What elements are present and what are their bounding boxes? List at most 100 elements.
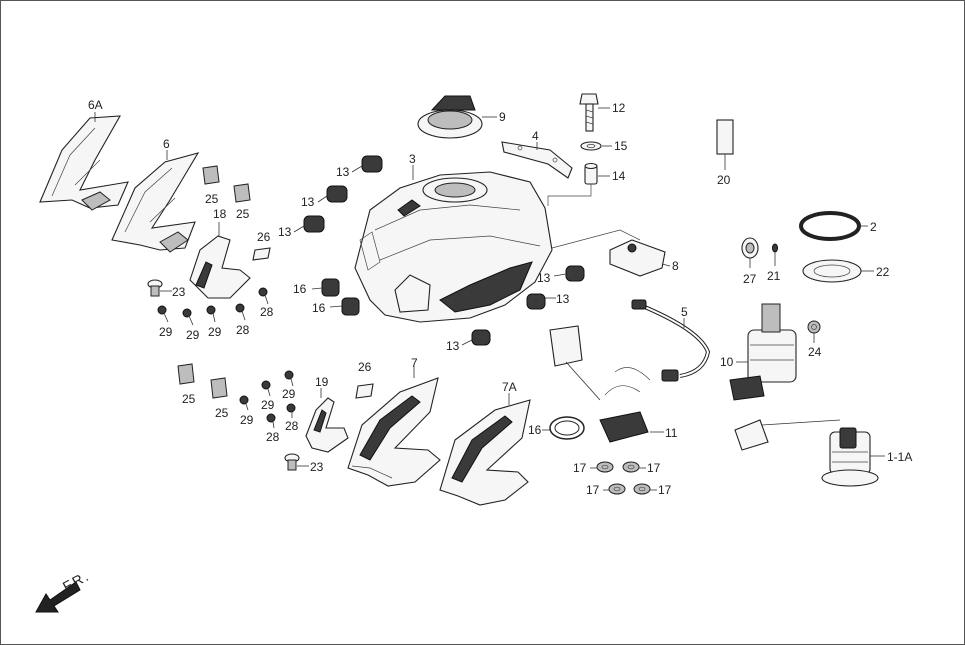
screws-upper-group: 29 29 29 28 28 bbox=[157, 287, 274, 342]
seal-27: 27 bbox=[741, 237, 759, 286]
fuel-hose-5: 5 bbox=[631, 299, 711, 382]
grommet-13-c: 13 bbox=[278, 215, 325, 239]
label-19: 19 bbox=[315, 375, 329, 389]
label-13d: 13 bbox=[537, 271, 551, 285]
fuel-cap-9: 9 bbox=[417, 95, 506, 139]
label-29e: 29 bbox=[282, 387, 296, 401]
label-5: 5 bbox=[681, 305, 688, 319]
label-11: 11 bbox=[665, 426, 678, 440]
screw-29-e: 29 bbox=[282, 370, 296, 401]
front-arrow-icon bbox=[35, 581, 81, 613]
label-28b: 28 bbox=[260, 305, 274, 319]
nut-17-d: 17 bbox=[633, 483, 672, 497]
label-25a: 25 bbox=[205, 192, 219, 206]
label-16b: 16 bbox=[312, 301, 326, 315]
screw-23-upper: 23 bbox=[147, 279, 186, 299]
fuel-pump-assembly-1-1a: 1-1A bbox=[734, 419, 912, 487]
label-6: 6 bbox=[163, 137, 170, 151]
label-13a: 13 bbox=[336, 165, 350, 179]
label-28d: 28 bbox=[285, 419, 299, 433]
label-16a: 16 bbox=[293, 282, 307, 296]
label-29c: 29 bbox=[208, 325, 222, 339]
label-29a: 29 bbox=[159, 325, 173, 339]
nut-17-a: 17 bbox=[573, 461, 614, 475]
label-7: 7 bbox=[411, 356, 418, 370]
screw-29-b: 29 bbox=[182, 308, 200, 342]
clip-25-lower-left: 25 bbox=[177, 363, 196, 406]
label-10: 10 bbox=[720, 355, 734, 369]
side-panel-7: 7 bbox=[347, 356, 441, 487]
label-23b: 23 bbox=[310, 460, 324, 474]
label-13e: 13 bbox=[556, 292, 570, 306]
label-25c: 25 bbox=[182, 392, 196, 406]
label-9: 9 bbox=[499, 110, 506, 124]
fuel-tank-3: 3 bbox=[354, 152, 553, 323]
screw-28-b: 28 bbox=[258, 287, 274, 319]
label-26b: 26 bbox=[358, 360, 372, 374]
gasket-16-lower: 16 bbox=[528, 416, 585, 440]
side-cover-6a: 6A bbox=[39, 98, 129, 211]
damper-16-a: 16 bbox=[293, 278, 340, 297]
screw-29-d: 29 bbox=[261, 380, 275, 412]
label-28c: 28 bbox=[266, 430, 280, 444]
label-26a: 26 bbox=[257, 230, 271, 244]
bracket-19: 19 bbox=[305, 375, 349, 453]
screw-29-a: 29 bbox=[157, 305, 173, 339]
washer-15: 15 bbox=[580, 139, 628, 153]
label-15: 15 bbox=[614, 139, 628, 153]
screw-28-d: 28 bbox=[285, 403, 299, 433]
bolt-12: 12 bbox=[579, 93, 626, 132]
screw-29-f: 29 bbox=[239, 395, 254, 427]
screw-28-a: 28 bbox=[235, 303, 250, 337]
label-25b: 25 bbox=[236, 207, 250, 221]
grommet-13-d: 13 bbox=[537, 265, 585, 285]
label-17b: 17 bbox=[647, 461, 661, 475]
label-17c: 17 bbox=[586, 483, 600, 497]
nut-17-c: 17 bbox=[586, 483, 626, 497]
label-20: 20 bbox=[717, 173, 731, 187]
grommet-13-a: 13 bbox=[336, 155, 383, 179]
label-6a: 6A bbox=[88, 98, 103, 112]
label-22: 22 bbox=[876, 265, 890, 279]
label-4: 4 bbox=[532, 129, 539, 143]
label-29b: 29 bbox=[186, 328, 200, 342]
nut-17-b: 17 bbox=[622, 461, 661, 475]
grommet-13-b: 13 bbox=[301, 185, 348, 209]
label-28a: 28 bbox=[236, 323, 250, 337]
retaining-ring-22: 22 bbox=[802, 259, 890, 283]
label-24: 24 bbox=[808, 345, 822, 359]
bracket-18: 18 bbox=[189, 207, 251, 299]
side-cover-6: 6 bbox=[111, 137, 200, 253]
label-21: 21 bbox=[767, 269, 781, 283]
label-14: 14 bbox=[612, 169, 626, 183]
o-ring-21: 21 bbox=[767, 243, 781, 283]
screws-lower-group: 29 29 29 28 28 bbox=[239, 370, 299, 444]
front-direction-indicator: FR. bbox=[35, 567, 93, 613]
label-7a: 7A bbox=[502, 380, 517, 394]
fuel-pump-10: 10 bbox=[720, 303, 797, 401]
clip-25-upper-right: 25 bbox=[233, 183, 251, 221]
label-8: 8 bbox=[672, 259, 679, 273]
label-16c: 16 bbox=[528, 423, 542, 437]
label-29d: 29 bbox=[261, 398, 275, 412]
label-13c: 13 bbox=[278, 225, 292, 239]
sticker-20: 20 bbox=[716, 119, 734, 187]
sensor-8: 8 bbox=[609, 239, 679, 277]
label-3: 3 bbox=[409, 152, 416, 166]
nut-24: 24 bbox=[807, 320, 822, 359]
screw-29-c: 29 bbox=[206, 305, 222, 339]
label-25d: 25 bbox=[215, 406, 229, 420]
bracket-4: 4 bbox=[501, 129, 573, 179]
label-29f: 29 bbox=[240, 413, 254, 427]
screw-23-lower: 23 bbox=[284, 453, 324, 474]
side-panel-7a: 7A bbox=[439, 380, 531, 506]
clip-25-lower-right: 25 bbox=[210, 377, 229, 420]
reference-lines bbox=[547, 184, 641, 249]
label-17a: 17 bbox=[573, 461, 587, 475]
label-13b: 13 bbox=[301, 195, 315, 209]
label-1-1a: 1-1A bbox=[887, 450, 912, 464]
label-2: 2 bbox=[870, 220, 877, 234]
collar-14: 14 bbox=[584, 162, 626, 185]
